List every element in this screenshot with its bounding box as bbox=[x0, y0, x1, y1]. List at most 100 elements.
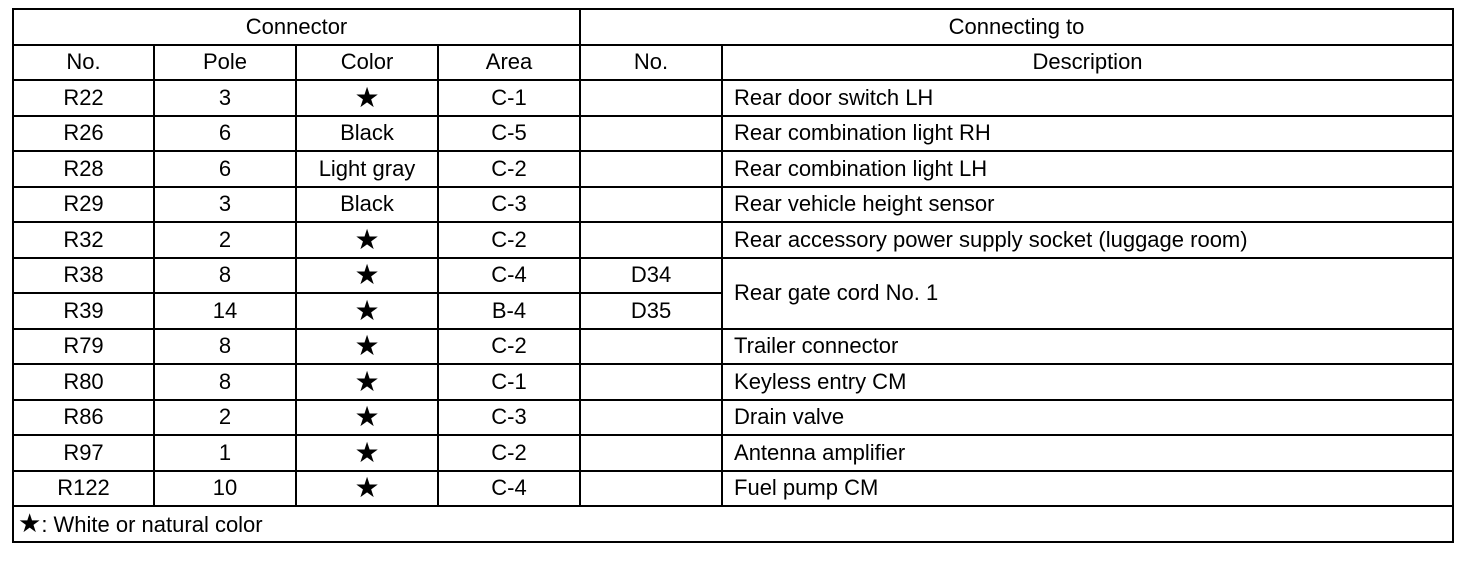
cell-no: R39 bbox=[12, 292, 155, 330]
cell-area: C-1 bbox=[436, 79, 582, 117]
cell-description: Keyless entry CM bbox=[721, 363, 1455, 401]
table-row: R80 8 ★ C-1 Keyless entry CM bbox=[12, 363, 1455, 401]
cell-color-star-icon: ★ bbox=[295, 327, 439, 365]
cell-description: Rear accessory power supply socket (lugg… bbox=[721, 221, 1455, 259]
cell-no: R38 bbox=[12, 256, 155, 294]
table-row: R28 6 Light gray C-2 Rear combination li… bbox=[12, 150, 1455, 188]
cell-area: C-3 bbox=[436, 398, 582, 436]
cell-color-star-icon: ★ bbox=[295, 79, 439, 117]
cell-color-star-icon: ★ bbox=[295, 292, 439, 330]
cell-area: C-5 bbox=[436, 114, 582, 152]
cell-to-no bbox=[579, 221, 724, 259]
cell-area: C-2 bbox=[436, 434, 582, 472]
cell-to-no bbox=[579, 434, 724, 472]
cell-description: Trailer connector bbox=[721, 327, 1455, 365]
cell-no: R32 bbox=[12, 221, 155, 259]
column-header-to-no: No. bbox=[579, 43, 724, 81]
cell-color: Black bbox=[295, 114, 439, 152]
cell-no: R122 bbox=[12, 469, 155, 507]
cell-pole: 8 bbox=[153, 327, 297, 365]
cell-description: Antenna amplifier bbox=[721, 434, 1455, 472]
cell-no: R28 bbox=[12, 150, 155, 188]
cell-to-no bbox=[579, 79, 724, 117]
column-header-color: Color bbox=[295, 43, 439, 81]
group-header-row: Connector Connecting to bbox=[11, 8, 1455, 46]
column-header-description: Description bbox=[721, 43, 1455, 81]
cell-to-no bbox=[579, 185, 724, 223]
cell-no: R79 bbox=[12, 327, 155, 365]
cell-description: Rear combination light LH bbox=[721, 150, 1455, 188]
cell-color-star-icon: ★ bbox=[295, 256, 439, 294]
cell-description: Rear gate cord No. 1 bbox=[721, 256, 1455, 330]
cell-area: C-3 bbox=[436, 185, 582, 223]
cell-area: B-4 bbox=[436, 292, 582, 330]
cell-color-star-icon: ★ bbox=[295, 469, 439, 507]
column-header-no: No. bbox=[12, 43, 155, 81]
cell-area: C-4 bbox=[436, 256, 582, 294]
connecting-to-group-header: Connecting to bbox=[579, 8, 1455, 46]
connector-table-container: Connector Connecting to No. Pole Color A… bbox=[11, 8, 1455, 543]
cell-to-no bbox=[579, 327, 724, 365]
table-row: R32 2 ★ C-2 Rear accessory power supply … bbox=[12, 221, 1455, 259]
cell-description: Rear door switch LH bbox=[721, 79, 1455, 117]
table-row: R79 8 ★ C-2 Trailer connector bbox=[12, 327, 1455, 365]
star-icon: ★ bbox=[18, 508, 42, 539]
connector-table: Connector Connecting to No. Pole Color A… bbox=[11, 8, 1455, 543]
column-header-area: Area bbox=[436, 43, 582, 81]
cell-no: R29 bbox=[12, 185, 155, 223]
cell-area: C-1 bbox=[436, 363, 582, 401]
table-row: R38 8 ★ C-4 D34 Rear gate cord No. 1 bbox=[12, 256, 1455, 330]
legend-cell: ★: White or natural color bbox=[11, 505, 1455, 543]
cell-pole: 8 bbox=[153, 256, 297, 294]
cell-pole: 6 bbox=[153, 114, 297, 152]
cell-description: Rear vehicle height sensor bbox=[721, 185, 1455, 223]
cell-no: R26 bbox=[12, 114, 155, 152]
cell-pole: 6 bbox=[153, 150, 297, 188]
legend-text: : White or natural color bbox=[41, 511, 263, 537]
cell-to-no bbox=[579, 469, 724, 507]
cell-pole: 14 bbox=[153, 292, 297, 330]
cell-color-star-icon: ★ bbox=[295, 434, 439, 472]
cell-pole: 3 bbox=[153, 79, 297, 117]
cell-area: C-2 bbox=[436, 150, 582, 188]
cell-pole: 1 bbox=[153, 434, 297, 472]
column-header-pole: Pole bbox=[153, 43, 297, 81]
cell-area: C-4 bbox=[436, 469, 582, 507]
connector-group-header: Connector bbox=[11, 8, 582, 46]
cell-to-no: D34 bbox=[579, 256, 724, 294]
cell-pole: 8 bbox=[153, 363, 297, 401]
cell-color: Black bbox=[295, 185, 439, 223]
table-body: R22 3 ★ C-1 Rear door switch LH R26 6 Bl… bbox=[12, 79, 1455, 507]
table-row: R122 10 ★ C-4 Fuel pump CM bbox=[12, 469, 1455, 507]
cell-color-star-icon: ★ bbox=[295, 363, 439, 401]
cell-color: Light gray bbox=[295, 150, 439, 188]
table-row: R39 14 ★ B-4 D35 bbox=[12, 292, 1453, 330]
cell-to-no bbox=[579, 114, 724, 152]
cell-description: Rear combination light RH bbox=[721, 114, 1455, 152]
column-header-row: No. Pole Color Area No. Description bbox=[12, 43, 1455, 81]
cell-to-no: D35 bbox=[579, 292, 724, 330]
cell-color-star-icon: ★ bbox=[295, 398, 439, 436]
cell-area: C-2 bbox=[436, 221, 582, 259]
cell-no: R80 bbox=[12, 363, 155, 401]
cell-pole: 3 bbox=[153, 185, 297, 223]
cell-to-no bbox=[579, 150, 724, 188]
cell-no: R22 bbox=[12, 79, 155, 117]
table-row: R22 3 ★ C-1 Rear door switch LH bbox=[12, 79, 1455, 117]
cell-pole: 10 bbox=[153, 469, 297, 507]
table-row: R26 6 Black C-5 Rear combination light R… bbox=[12, 114, 1455, 152]
cell-to-no bbox=[579, 363, 724, 401]
cell-area: C-2 bbox=[436, 327, 582, 365]
table-row: R29 3 Black C-3 Rear vehicle height sens… bbox=[12, 185, 1455, 223]
cell-description: Fuel pump CM bbox=[721, 469, 1455, 507]
cell-color-star-icon: ★ bbox=[295, 221, 439, 259]
cell-no: R97 bbox=[12, 434, 155, 472]
cell-pole: 2 bbox=[153, 398, 297, 436]
table-row: R86 2 ★ C-3 Drain valve bbox=[12, 398, 1455, 436]
cell-to-no bbox=[579, 398, 724, 436]
table-row: R97 1 ★ C-2 Antenna amplifier bbox=[12, 434, 1455, 472]
cell-pole: 2 bbox=[153, 221, 297, 259]
cell-description: Drain valve bbox=[721, 398, 1455, 436]
cell-no: R86 bbox=[12, 398, 155, 436]
legend-row: ★: White or natural color bbox=[11, 505, 1455, 543]
